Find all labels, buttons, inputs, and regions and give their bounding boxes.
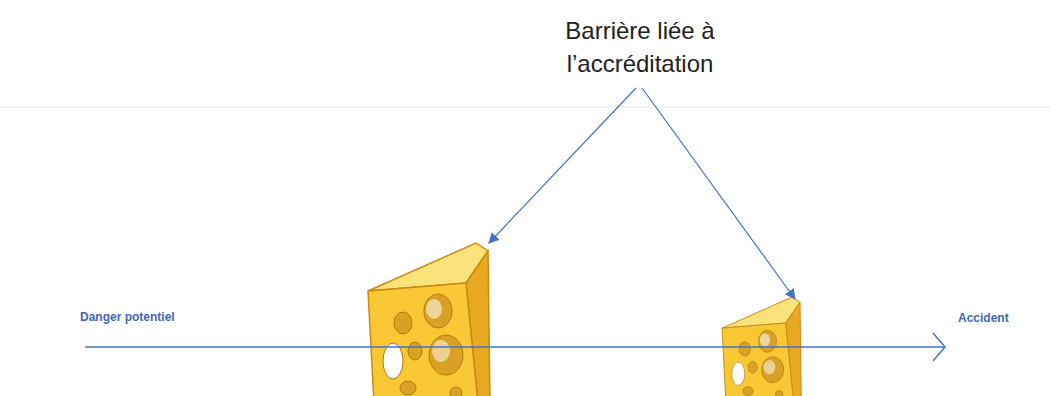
- cheese-barrier: [368, 243, 490, 396]
- end-label: Accident: [958, 310, 1038, 326]
- callout-label: Barrière liée à l’accréditation: [515, 14, 765, 80]
- hazard-line: [85, 346, 945, 348]
- divider-line: [0, 107, 1050, 108]
- start-label: Danger potentiel: [80, 309, 210, 325]
- leader-arrow: [642, 88, 795, 299]
- hazard-arrowhead: [933, 333, 945, 361]
- leader-arrow: [489, 88, 636, 243]
